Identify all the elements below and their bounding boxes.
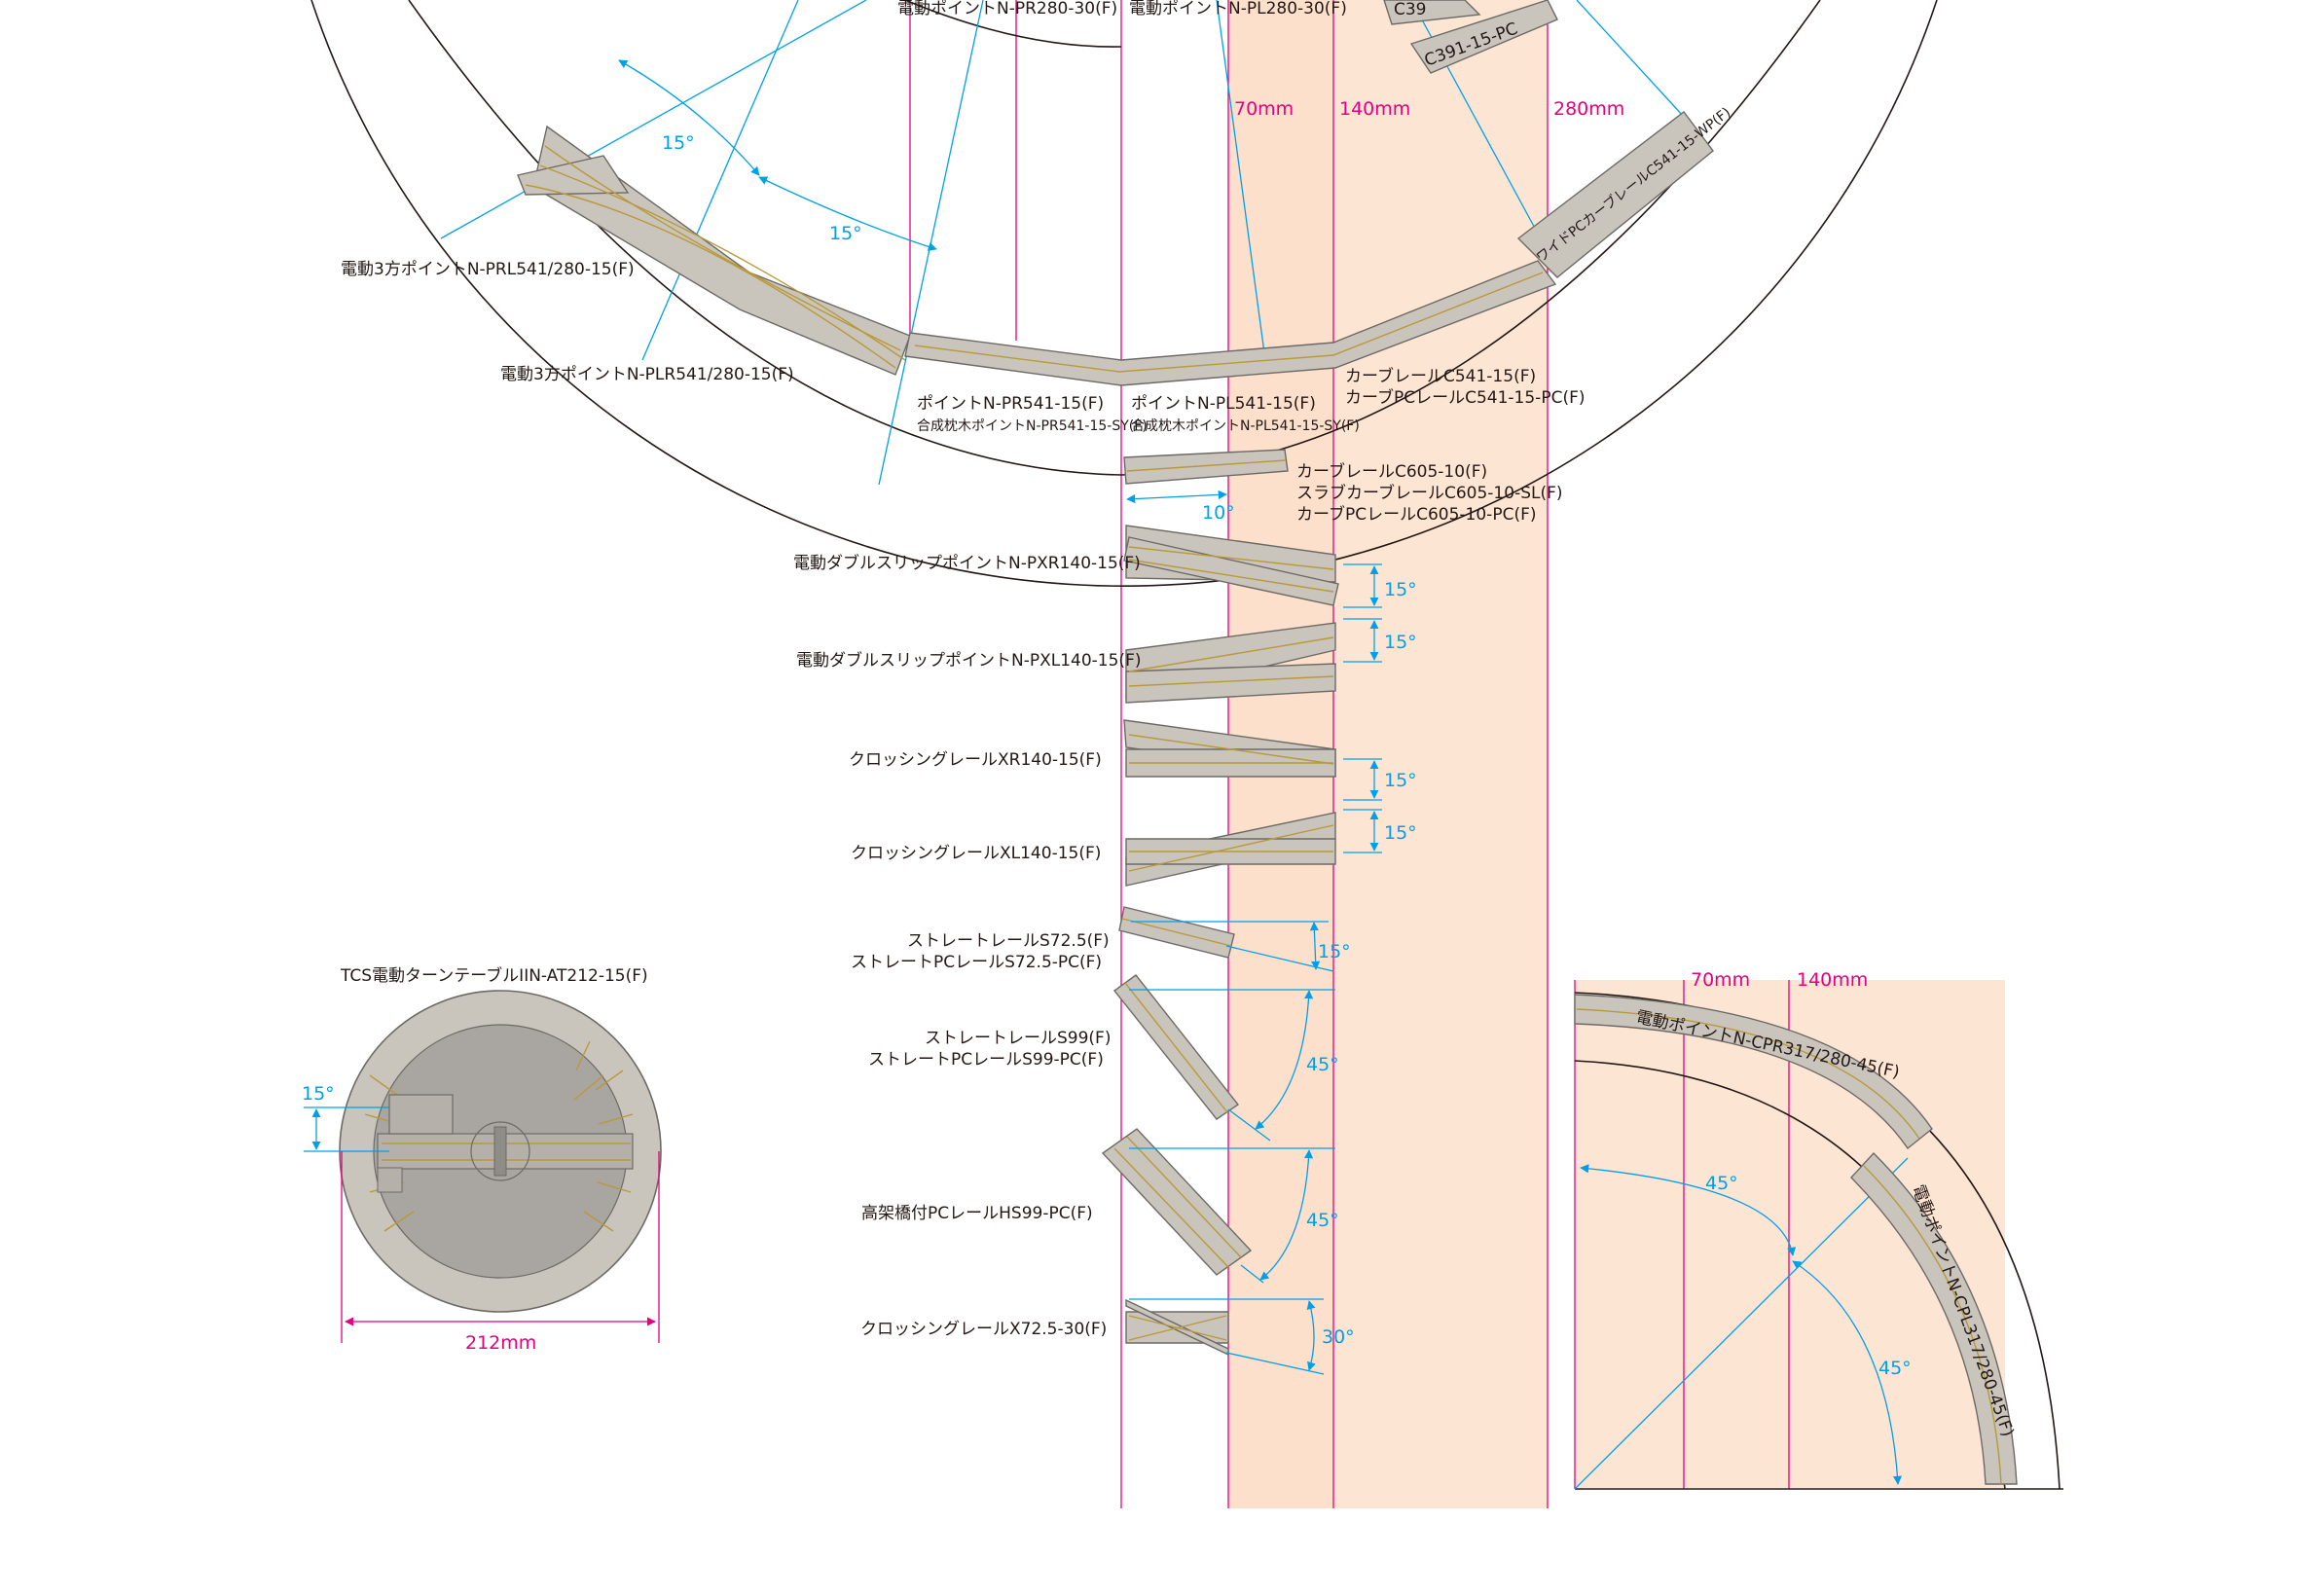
- angle-s99: 45°: [1306, 1054, 1339, 1075]
- track-three-way-points: [517, 125, 911, 376]
- col-label-140: 140mm: [1339, 98, 1410, 120]
- angle-br-45-a: 45°: [1705, 1173, 1738, 1194]
- label-c605: カーブレールC605-10(F): [1296, 461, 1487, 482]
- label-prl541: 電動3方ポイントN-PRL541/280-15(F): [341, 260, 635, 279]
- label-c605-pc: カーブPCレールC605-10-PC(F): [1296, 504, 1536, 525]
- label-pxr140: 電動ダブルスリップポイントN-PXR140-15(F): [793, 553, 1141, 573]
- turntable-title: TCS電動ターンテーブルIIN-AT212-15(F): [340, 965, 648, 986]
- col-label-70: 70mm: [1234, 98, 1294, 120]
- label-pr280: 電動ポイントN-PR280-30(F): [897, 0, 1117, 18]
- label-c605-sl: スラブカーブレールC605-10-SL(F): [1296, 483, 1563, 503]
- label-pr541: ポイントN-PR541-15(F): [917, 394, 1104, 414]
- track-cpl317: [1850, 1151, 2018, 1485]
- label-wide-pc: ワイドPCカーブレールC541-15-WP(F): [1533, 104, 1733, 266]
- angle-br-45-b: 45°: [1878, 1358, 1912, 1379]
- label-pl541: ポイントN-PL541-15(F): [1131, 394, 1316, 414]
- track-s99: [1112, 974, 1240, 1120]
- angle-s725: 15°: [1318, 941, 1351, 962]
- angle-label-15-a: 15°: [662, 132, 695, 154]
- turntable-width: 212mm: [465, 1332, 536, 1354]
- label-s99-pc: ストレートPCレールS99-PC(F): [868, 1050, 1104, 1070]
- angle-x725: 30°: [1322, 1326, 1355, 1348]
- radius-circles: [310, 0, 1938, 587]
- label-c541: カーブレールC541-15(F): [1345, 366, 1536, 386]
- label-hs99: 高架橋付PCレールHS99-PC(F): [861, 1204, 1093, 1223]
- track-wide-pc-curve: [1516, 111, 1714, 278]
- angle-label-15-b: 15°: [829, 223, 862, 244]
- radial-lines: [440, 0, 1685, 486]
- label-s725-pc: ストレートPCレールS72.5-PC(F): [851, 953, 1102, 972]
- label-plr541: 電動3方ポイントN-PLR541/280-15(F): [500, 365, 794, 384]
- br-col-label-70: 70mm: [1691, 969, 1750, 991]
- track-s725: [1118, 906, 1235, 959]
- label-pr541-sy: 合成枕木ポイントN-PR541-15-SY(F): [917, 418, 1148, 434]
- label-s725: ストレートレールS72.5(F): [907, 931, 1110, 951]
- label-pxl140: 電動ダブルスリップポイントN-PXL140-15(F): [796, 650, 1141, 671]
- label-pl280: 電動ポイントN-PL280-30(F): [1129, 0, 1347, 18]
- track-pxl140: [1125, 622, 1336, 704]
- angle-label-10: 10°: [1202, 502, 1235, 524]
- track-c391: [1383, 0, 1558, 74]
- track-c605: [1123, 449, 1289, 485]
- track-xr140: [1123, 719, 1336, 778]
- turntable-angle: 15°: [302, 1083, 335, 1105]
- angle-hs99: 45°: [1306, 1210, 1339, 1231]
- label-x725: クロッシングレールX72.5-30(F): [860, 1320, 1107, 1339]
- track-x725: [1125, 1298, 1229, 1357]
- angle-xl: 15°: [1384, 822, 1417, 844]
- track-main-curve: [904, 260, 1557, 386]
- turntable: [339, 990, 662, 1313]
- label-c391-partial: C39: [1394, 0, 1427, 19]
- track-xl140: [1125, 812, 1336, 887]
- angle-pxl: 15°: [1384, 632, 1417, 653]
- track-hs99: [1101, 1128, 1253, 1276]
- col-label-280: 280mm: [1553, 98, 1624, 120]
- angle-xr: 15°: [1384, 770, 1417, 791]
- angle-pxr: 15°: [1384, 579, 1417, 600]
- label-xl140: クロッシングレールXL140-15(F): [851, 844, 1101, 863]
- br-col-label-140: 140mm: [1797, 969, 1868, 991]
- label-pl541-sy: 合成枕木ポイントN-PL541-15-SY(F): [1131, 418, 1360, 434]
- track-cpr317: [1574, 994, 1933, 1150]
- label-s99: ストレートレールS99(F): [925, 1029, 1111, 1048]
- label-xr140: クロッシングレールXR140-15(F): [849, 750, 1102, 770]
- label-c541-pc: カーブPCレールC541-15-PC(F): [1345, 387, 1585, 408]
- track-pxr140: [1123, 525, 1339, 606]
